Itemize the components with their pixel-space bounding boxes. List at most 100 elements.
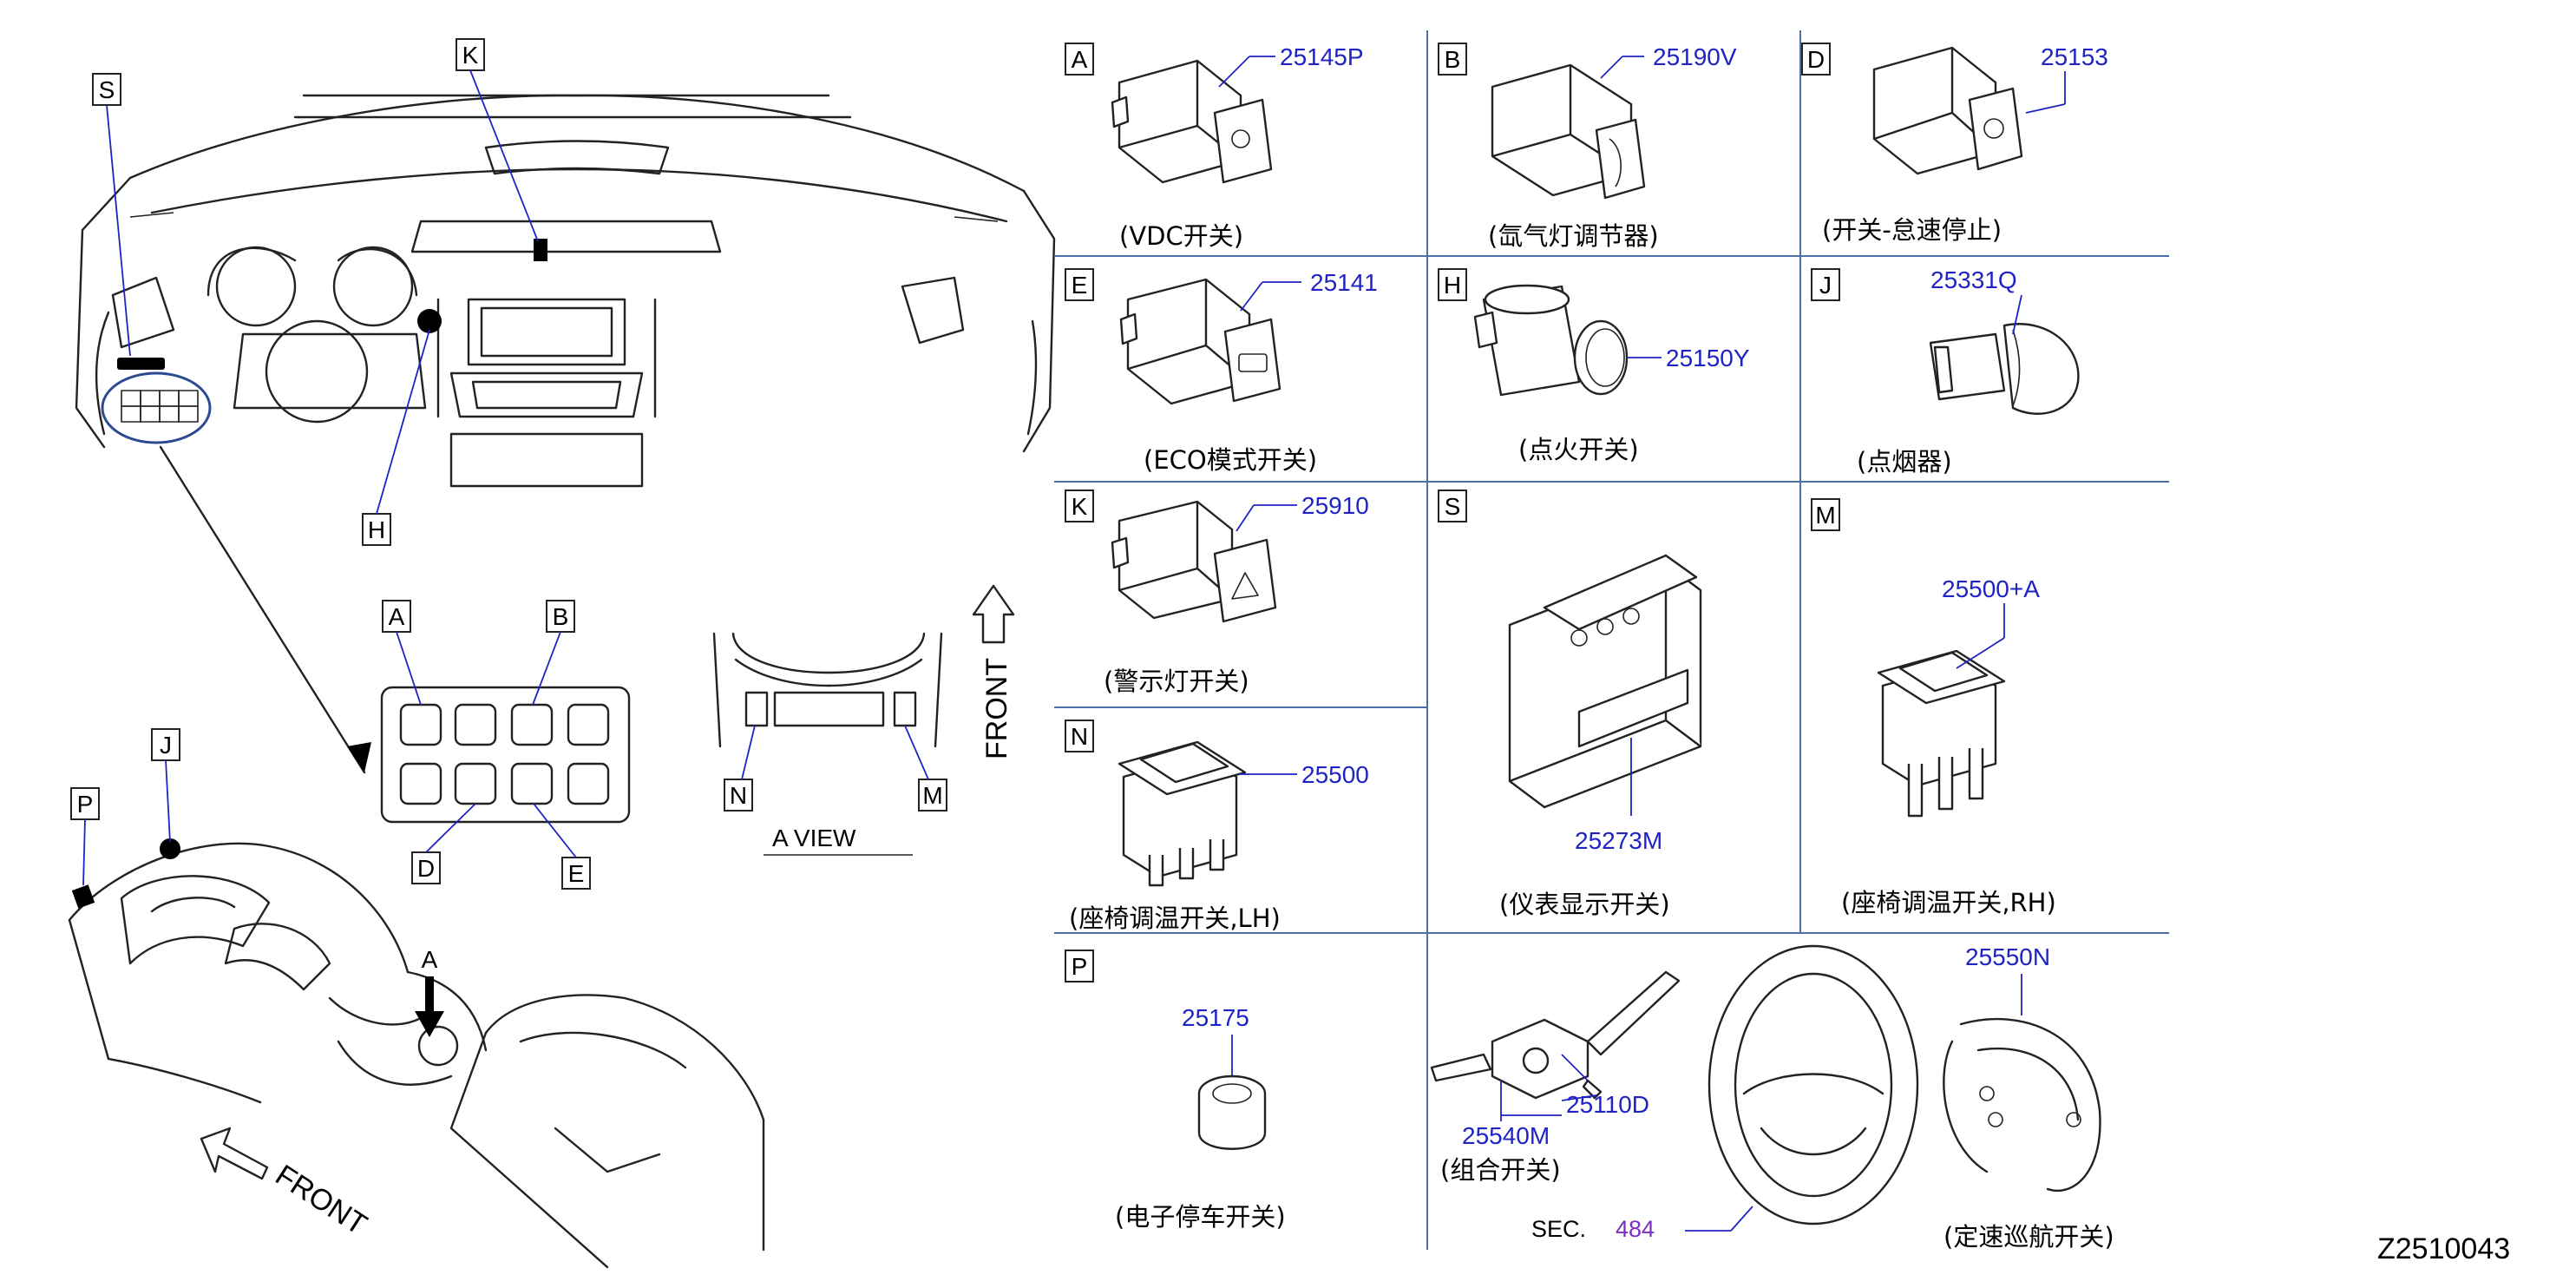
svg-text:J: J bbox=[160, 732, 172, 759]
console-illustration: A bbox=[68, 838, 765, 1269]
panel-k: K 25910 (警示灯开关) bbox=[1065, 490, 1369, 696]
panel-a: A 25145P (VDC开关) bbox=[1065, 43, 1364, 251]
svg-text:B: B bbox=[553, 603, 569, 630]
location-label-s: S bbox=[92, 73, 131, 357]
svg-text:(点烟器): (点烟器) bbox=[1857, 447, 1952, 476]
svg-text:(座椅调温开关,LH): (座椅调温开关,LH) bbox=[1069, 904, 1281, 933]
parking-brake-switch-illustration bbox=[1197, 1074, 1267, 1150]
svg-text:(警示灯开关): (警示灯开关) bbox=[1104, 667, 1249, 696]
front-arrow-diagonal: FRONT bbox=[200, 1127, 373, 1242]
svg-text:(定速巡航开关): (定速巡航开关) bbox=[1943, 1222, 2114, 1252]
svg-text:(仪表显示开关): (仪表显示开关) bbox=[1499, 890, 1670, 919]
svg-text:(ECO模式开关): (ECO模式开关) bbox=[1144, 445, 1317, 475]
location-label-n: N bbox=[724, 725, 756, 812]
svg-text:SEC.: SEC. bbox=[1531, 1216, 1586, 1242]
location-label-e: E bbox=[533, 803, 591, 890]
seat-heater-switch-rh-illustration bbox=[1877, 649, 2006, 818]
a-view-detail: A VIEW bbox=[712, 632, 943, 856]
svg-text:P: P bbox=[1072, 953, 1088, 980]
svg-text:(电子停车开关): (电子停车开关) bbox=[1115, 1202, 1286, 1232]
svg-text:FRONT: FRONT bbox=[270, 1159, 373, 1242]
svg-text:25540M: 25540M bbox=[1462, 1122, 1550, 1149]
svg-text:H: H bbox=[368, 516, 385, 543]
svg-text:N: N bbox=[1071, 723, 1088, 750]
panel-n: N 25500 (座椅调温开关,LH) bbox=[1065, 720, 1369, 933]
panel-d: D 25153 (开关-怠速停止) bbox=[1801, 43, 2108, 245]
panel-s: S 25273M (仪表显示开关) bbox=[1438, 490, 1702, 919]
dashboard-illustration bbox=[75, 94, 1056, 774]
vdc-switch-illustration bbox=[1111, 59, 1273, 184]
cruise-switch-illustration bbox=[1943, 1017, 2101, 1192]
svg-text:A: A bbox=[389, 603, 405, 630]
svg-text:25175: 25175 bbox=[1182, 1004, 1249, 1031]
svg-text:25910: 25910 bbox=[1301, 492, 1369, 519]
panel-e: E 25141 (ECO模式开关) bbox=[1065, 268, 1378, 475]
svg-text:25145P: 25145P bbox=[1280, 43, 1364, 70]
svg-text:A: A bbox=[422, 946, 438, 973]
panel-h: H 25150Y (点火开关) bbox=[1438, 268, 1750, 464]
panel-grid-lines bbox=[1054, 30, 2169, 1250]
location-label-b: B bbox=[532, 600, 575, 706]
location-label-h: H bbox=[362, 329, 430, 546]
svg-text:25273M: 25273M bbox=[1575, 827, 1662, 854]
svg-text:K: K bbox=[1072, 493, 1088, 520]
svg-text:E: E bbox=[1072, 272, 1088, 299]
idle-stop-switch-illustration bbox=[1872, 46, 2023, 175]
svg-text:S: S bbox=[99, 76, 115, 103]
switch-block-detail bbox=[380, 686, 631, 824]
steering-wheel: SEC. 484 bbox=[1531, 944, 1919, 1242]
panel-p: P 25175 (电子停车开关) bbox=[1065, 950, 1286, 1232]
panel-m: M 25500+A (座椅调温开关,RH) bbox=[1811, 498, 2056, 917]
meter-display-switch-illustration bbox=[1508, 554, 1702, 809]
svg-text:E: E bbox=[568, 860, 585, 887]
svg-text:(座椅调温开关,RH): (座椅调温开关,RH) bbox=[1841, 888, 2056, 917]
svg-text:25500: 25500 bbox=[1301, 761, 1369, 788]
panel-combination-switch: 25110D 25540M (组合开关) bbox=[1430, 970, 1681, 1185]
location-label-k: K bbox=[456, 38, 539, 242]
svg-text:K: K bbox=[462, 42, 479, 69]
hazard-switch-illustration bbox=[1111, 500, 1277, 623]
svg-text:A: A bbox=[1072, 46, 1088, 73]
panel-b: B 25190V (氙气灯调节器) bbox=[1438, 43, 1737, 251]
svg-text:(氙气灯调节器): (氙气灯调节器) bbox=[1488, 221, 1659, 251]
svg-text:25500+A: 25500+A bbox=[1942, 575, 2040, 602]
panel-cruise-switch: 25550N (定速巡航开关) bbox=[1943, 943, 2114, 1252]
svg-text:(组合开关): (组合开关) bbox=[1440, 1155, 1561, 1185]
drawing-number: Z2510043 bbox=[2377, 1232, 2510, 1265]
svg-text:25190V: 25190V bbox=[1653, 43, 1737, 70]
svg-text:(开关-怠速停止): (开关-怠速停止) bbox=[1822, 215, 2002, 245]
svg-text:(点火开关): (点火开关) bbox=[1518, 435, 1639, 464]
location-label-d: D bbox=[411, 803, 476, 884]
svg-text:S: S bbox=[1445, 493, 1461, 520]
location-label-p: P bbox=[70, 787, 100, 886]
front-arrow-vertical: FRONT bbox=[972, 584, 1015, 759]
svg-text:H: H bbox=[1444, 272, 1461, 299]
eco-switch-illustration bbox=[1119, 278, 1281, 405]
svg-text:D: D bbox=[417, 855, 435, 882]
ignition-switch-illustration bbox=[1473, 284, 1629, 397]
svg-text:(VDC开关): (VDC开关) bbox=[1119, 221, 1243, 251]
svg-text:A VIEW: A VIEW bbox=[772, 825, 856, 851]
svg-text:25153: 25153 bbox=[2041, 43, 2108, 70]
svg-text:25141: 25141 bbox=[1310, 269, 1378, 296]
svg-text:B: B bbox=[1445, 46, 1461, 73]
location-label-m: M bbox=[904, 725, 947, 812]
svg-text:M: M bbox=[922, 782, 942, 809]
seat-heater-switch-lh-illustration bbox=[1118, 740, 1247, 887]
svg-text:25150Y: 25150Y bbox=[1666, 345, 1750, 371]
combination-switch-illustration bbox=[1430, 970, 1681, 1100]
svg-text:M: M bbox=[1815, 502, 1835, 529]
cigarette-lighter-illustration bbox=[1929, 323, 2080, 415]
svg-text:FRONT: FRONT bbox=[980, 658, 1013, 759]
svg-text:P: P bbox=[77, 791, 94, 818]
svg-text:25331Q: 25331Q bbox=[1930, 266, 2017, 293]
xenon-leveler-illustration bbox=[1491, 63, 1646, 200]
svg-text:N: N bbox=[730, 782, 747, 809]
svg-text:484: 484 bbox=[1616, 1216, 1655, 1242]
svg-text:D: D bbox=[1807, 46, 1825, 73]
svg-text:25550N: 25550N bbox=[1965, 943, 2050, 970]
location-label-j: J bbox=[151, 728, 180, 843]
location-label-a: A bbox=[382, 600, 422, 706]
panel-j: J 25331Q (点烟器) bbox=[1811, 266, 2080, 476]
